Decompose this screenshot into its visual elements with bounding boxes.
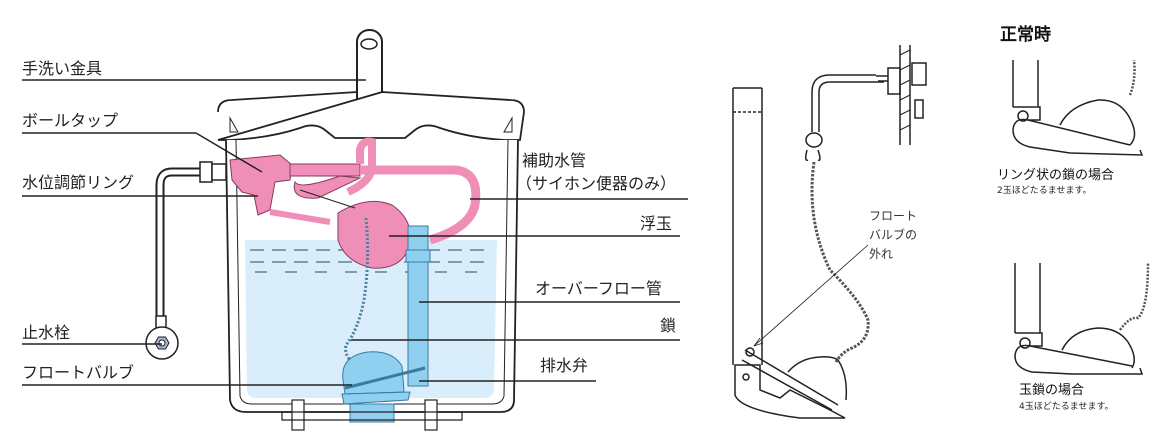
flapper-base bbox=[734, 364, 846, 419]
label-aux-pipe: 補助水管 bbox=[522, 151, 587, 170]
tank-lid bbox=[217, 91, 525, 141]
label-overflow-pipe: オーバーフロー管 bbox=[535, 279, 662, 298]
label-aux-pipe-note: （サイホン便器のみ） bbox=[516, 174, 677, 193]
label-chain: 鎖 bbox=[660, 316, 677, 335]
callout-float-valve-off-1: フロート bbox=[869, 209, 918, 223]
normal-ring-chain-diagram bbox=[1012, 59, 1144, 156]
chain-drawing-middle bbox=[810, 161, 870, 363]
label-water-level-ring: 水位調節リング bbox=[22, 173, 135, 192]
label-hand-wash-faucet: 手洗い金具 bbox=[22, 59, 103, 78]
overflow-pipe-drawing bbox=[405, 225, 431, 387]
toilet-tank-diagram bbox=[22, 29, 688, 431]
water-area bbox=[245, 240, 497, 398]
normal-ball-chain-diagram bbox=[1014, 262, 1150, 375]
float-valve-drawing bbox=[341, 351, 426, 423]
case1-note: 2玉ほどたるませます。 bbox=[997, 186, 1092, 196]
supply-pipe bbox=[155, 167, 210, 320]
stop-valve-drawing bbox=[145, 315, 179, 360]
ball-tap-drawing bbox=[229, 137, 481, 269]
callout-float-valve-off-3: 外れ bbox=[869, 247, 894, 261]
overflow-pipe-outline bbox=[732, 87, 763, 365]
label-float-valve: フロートバルブ bbox=[22, 363, 135, 382]
case2-title: 玉鎖の場合 bbox=[1019, 383, 1085, 398]
callout-float-valve-off-2: バルブの bbox=[869, 228, 918, 242]
label-float-ball: 浮玉 bbox=[640, 214, 673, 233]
flapper bbox=[741, 349, 848, 411]
case1-title: リング状の鎖の場合 bbox=[997, 168, 1115, 183]
wall-hatch bbox=[899, 45, 911, 145]
leader-lines bbox=[22, 79, 688, 386]
label-ball-tap: ボールタップ bbox=[22, 111, 119, 130]
chain-drawing bbox=[344, 217, 370, 364]
label-stop-valve: 止水栓 bbox=[22, 323, 71, 342]
tank-bolts bbox=[281, 399, 463, 431]
detached-valve-diagram bbox=[732, 45, 927, 419]
label-drain-valve: 排水弁 bbox=[540, 356, 589, 375]
refill-tube bbox=[811, 74, 884, 132]
hand-wash-faucet-drawing bbox=[356, 29, 383, 111]
case2-note: 4玉ほどたるませます。 bbox=[1019, 402, 1114, 412]
normal-state-title: 正常時 bbox=[1000, 25, 1051, 45]
